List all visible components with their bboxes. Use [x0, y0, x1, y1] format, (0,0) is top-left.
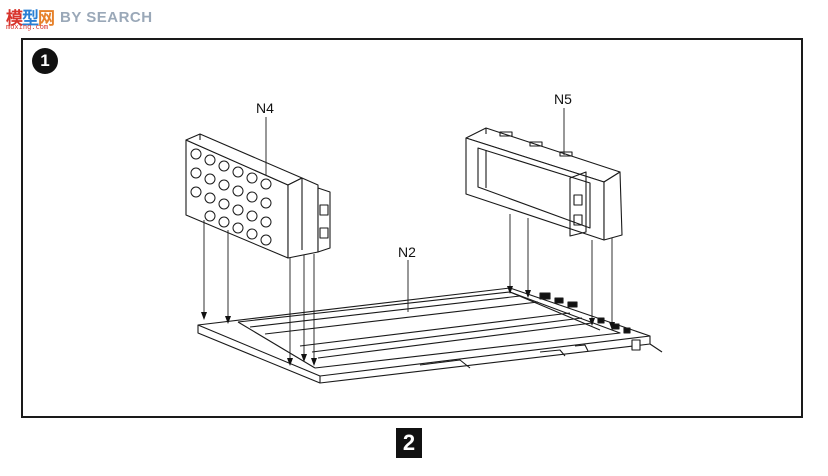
- assembly-arrows: [201, 214, 615, 366]
- label-n2: N2: [398, 244, 416, 260]
- n4-hole-grid: [190, 148, 272, 246]
- step-number-badge: 1: [32, 48, 58, 74]
- label-n4: N4: [256, 100, 274, 116]
- base-plate-n2: [197, 287, 663, 384]
- part-n4: [185, 133, 331, 259]
- next-step-badge: 2: [396, 428, 422, 458]
- instruction-frame: [21, 38, 803, 418]
- label-leaders: [265, 108, 565, 312]
- part-n5: [465, 127, 623, 241]
- label-n5: N5: [554, 91, 572, 107]
